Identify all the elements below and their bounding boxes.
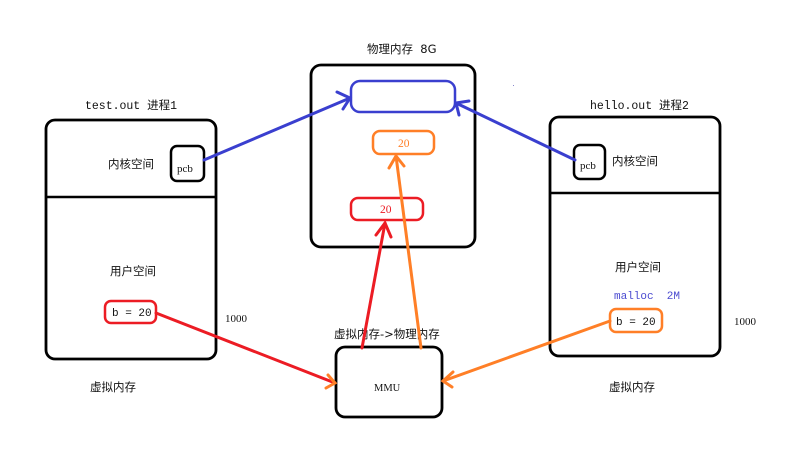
physical-memory-title: 物理内存 8G [367, 42, 437, 56]
arrow-mmu-to-red-cell [360, 220, 393, 350]
mmu-caption: 虚拟内存->物理内存 [334, 327, 440, 341]
arrow-p1-variable-to-mmu-head [324, 373, 338, 390]
process2: hello.out 进程2 pcb 内核空间 用户空间 malloc 2M b … [548, 99, 757, 394]
process1-box [44, 118, 218, 361]
process1-kernel-space-label: 内核空间 [108, 157, 154, 171]
mmu-label: MMU [374, 383, 401, 394]
process2-kernel-space-label: 内核空间 [612, 154, 658, 168]
mmu-box [334, 345, 444, 419]
process2-pcb-label: pcb [580, 160, 596, 172]
process1-pcb-label: pcb [177, 163, 193, 175]
process1-title: test.out 进程1 [85, 99, 177, 113]
physical-memory-orange-value: 20 [398, 138, 410, 150]
process2-caption: 虚拟内存 [609, 380, 655, 394]
arrow-p1-pcb-to-physical [202, 90, 353, 162]
arrow-p1-variable-to-mmu [154, 311, 337, 385]
mmu: 虚拟内存->物理内存 MMU [334, 327, 444, 419]
arrow-mmu-to-orange-cell [387, 153, 423, 350]
process2-title: hello.out 进程2 [590, 99, 689, 113]
physical-memory-red-cell [349, 196, 425, 222]
arrow-p2-variable-to-mmu [440, 319, 612, 389]
stray-dot [513, 85, 514, 86]
physical-memory: 物理内存 8G 20 20 [309, 42, 477, 249]
process2-malloc-label: malloc 2M [614, 291, 680, 303]
process2-box [548, 115, 722, 358]
arrows [154, 90, 612, 390]
process1-address-label: 1000 [225, 313, 248, 325]
process2-user-space-label: 用户空间 [615, 260, 661, 274]
physical-memory-box [309, 63, 477, 249]
process2-variable-label: b = 20 [616, 317, 656, 329]
process1-user-space-label: 用户空间 [110, 264, 156, 278]
physical-memory-orange-cell [371, 129, 436, 156]
arrow-p2-pcb-to-physical [454, 99, 577, 162]
process2-pcb-box [572, 143, 607, 181]
physical-memory-red-value: 20 [380, 204, 392, 216]
physical-memory-blue-cell [349, 79, 457, 114]
process1-caption: 虚拟内存 [90, 380, 136, 394]
process1: test.out 进程1 内核空间 pcb 用户空间 b = 20 1000 虚… [44, 99, 248, 394]
process1-variable-label: b = 20 [112, 308, 152, 320]
process1-pcb-box [169, 144, 206, 183]
process2-address-label: 1000 [734, 316, 757, 328]
